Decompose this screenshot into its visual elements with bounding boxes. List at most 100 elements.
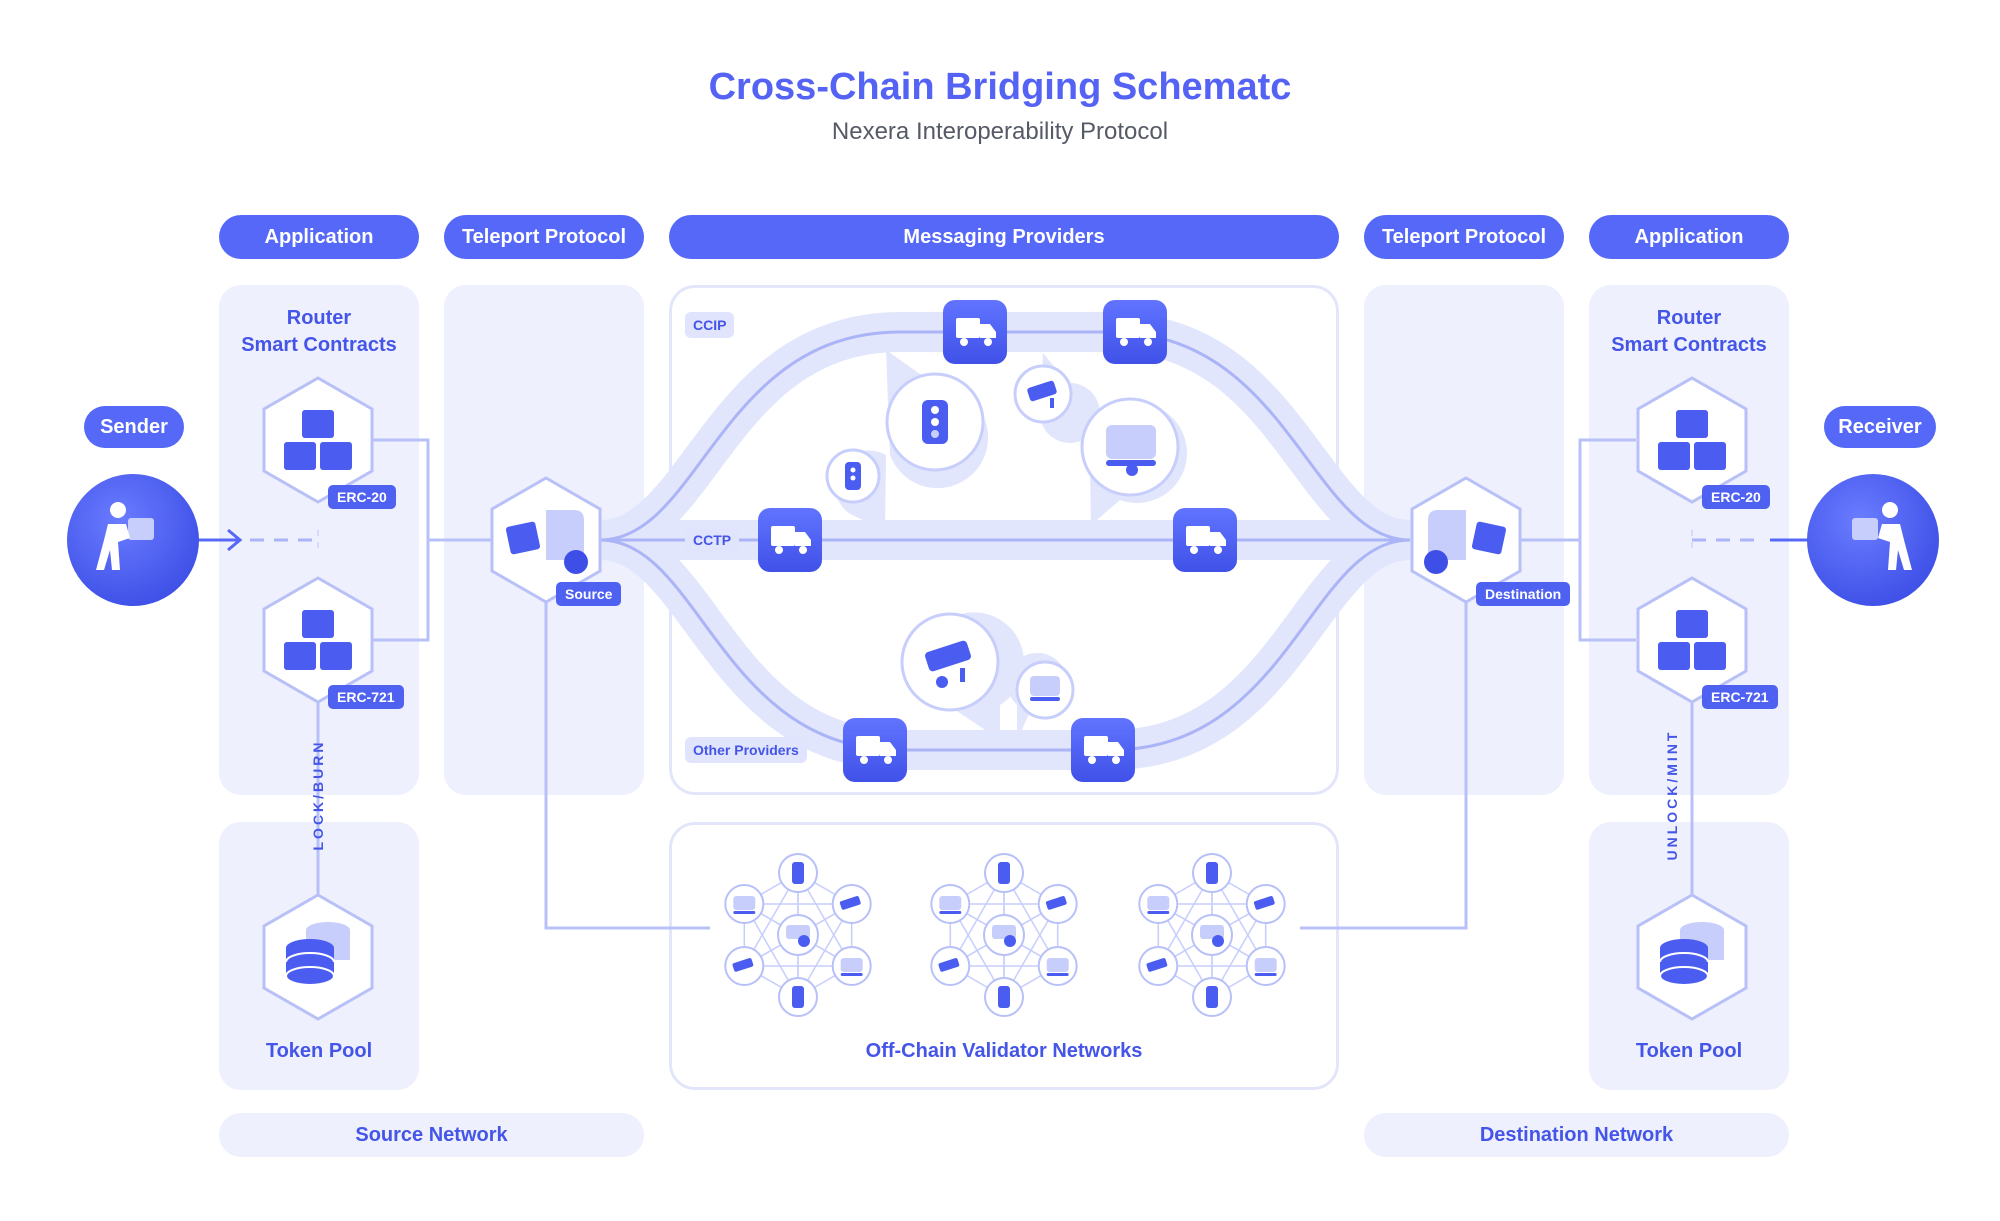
right-connectors [1300, 438, 1694, 930]
scanner-base [939, 911, 962, 914]
check-badge-icon [798, 935, 810, 947]
truck-tile-cctp-2 [1173, 508, 1237, 572]
unlock-mint-label: UNLOCK/MINT [1664, 729, 1680, 861]
source-hexagon [490, 476, 602, 604]
scanner-base [840, 973, 863, 976]
traffic-light-icon [998, 986, 1010, 1008]
source-tag: Source [556, 582, 622, 606]
footer-destination-network: Destination Network [1364, 1113, 1789, 1157]
scanner-icon [1015, 660, 1075, 720]
source-to-validator-line [544, 600, 710, 930]
column-header-teleport-right: Teleport Protocol [1364, 215, 1564, 259]
erc20-to-destination-line [1514, 438, 1636, 542]
column-header-application-right: Application [1589, 215, 1789, 259]
validator-node [831, 884, 872, 924]
erc20-tag-right: ERC-20 [1702, 485, 1770, 509]
scanner-icon [1080, 397, 1180, 497]
other-rail [599, 538, 1411, 752]
diagram-subtitle: Nexera Interoperability Protocol [831, 118, 1169, 145]
router-label-right-line1: Router [1656, 307, 1722, 329]
receiver-node [1807, 474, 1939, 606]
security-camera-icon [1045, 896, 1067, 910]
security-camera-icon [900, 612, 1000, 712]
panel-application-right [1589, 285, 1789, 795]
truck-tile-cctp-1 [758, 508, 822, 572]
security-camera-icon [732, 958, 754, 972]
router-label-left-line1: Router [286, 307, 352, 329]
erc721-tag-left: ERC-721 [328, 685, 404, 709]
security-camera-icon [1253, 896, 1275, 910]
validator-node [831, 946, 872, 986]
erc721-tag-right: ERC-721 [1702, 685, 1778, 709]
traffic-light-icon [792, 986, 804, 1008]
validator-node [724, 946, 765, 986]
router-label-left-line2: Smart Contracts [241, 334, 397, 356]
security-camera-icon [1146, 958, 1168, 972]
security-camera-icon [839, 896, 861, 910]
boxes-icon [1658, 410, 1726, 470]
erc20-to-source-line [372, 438, 495, 542]
diagram-title: Cross-Chain Bridging Schematc [708, 66, 1292, 108]
scanner-base [1046, 973, 1069, 976]
traffic-light-icon [998, 862, 1010, 884]
validator-node [778, 977, 818, 1017]
validator-node [984, 977, 1024, 1017]
security-camera-icon [1013, 364, 1073, 424]
cctp-tag: CCTP [685, 527, 740, 553]
traffic-light-icon [825, 448, 881, 504]
column-header-messaging: Messaging Providers [669, 215, 1339, 259]
validator-node [1037, 946, 1078, 986]
database-icon [1659, 922, 1724, 986]
validator-node [1138, 884, 1179, 924]
scanner-icon [1046, 958, 1069, 972]
token-pool-label-right: Token Pool [1635, 1040, 1743, 1062]
erc20-tag-left: ERC-20 [328, 485, 396, 509]
validator-node [1037, 884, 1078, 924]
check-badge-icon [1212, 935, 1224, 947]
sender-node [67, 474, 199, 606]
erc20-hexagon-left [262, 376, 374, 504]
validator-cluster-1 [724, 853, 872, 1017]
boxes-icon [284, 410, 352, 470]
delivery-truck-icon [1186, 526, 1226, 554]
traffic-light-icon [1206, 986, 1218, 1008]
router-label-right: Router Smart Contracts [1589, 305, 1789, 359]
truck-tile-other-2 [1071, 718, 1135, 782]
database-icon [285, 922, 350, 986]
router-label-left: Router Smart Contracts [219, 305, 419, 359]
scanner-icon [1147, 896, 1170, 910]
traffic-light-icon [1206, 862, 1218, 884]
validator-cluster-2 [930, 853, 1078, 1017]
scanner-icon [1254, 958, 1277, 972]
scanner-icon [939, 896, 962, 910]
left-connectors [316, 438, 710, 930]
truck-tile-other-1 [843, 718, 907, 782]
erc-dashed-separators [317, 530, 1693, 552]
boxes-icon [284, 610, 352, 670]
router-label-right-line2: Smart Contracts [1611, 334, 1767, 356]
delivery-truck-icon [856, 736, 896, 764]
token-pool-hexagon-left [262, 893, 374, 1021]
destination-tag: Destination [1476, 582, 1571, 606]
erc20-hexagon-right [1636, 376, 1748, 504]
delivery-truck-icon [1116, 318, 1156, 346]
delivery-truck-icon [1084, 736, 1124, 764]
validator-node [1245, 884, 1286, 924]
validator-networks-label: Off-Chain Validator Networks [865, 1040, 1143, 1062]
scanner-icon [840, 958, 863, 972]
person-carry-box-icon [96, 502, 154, 570]
boxes-icon [1658, 610, 1726, 670]
check-badge-icon [1004, 935, 1016, 947]
validator-node [1192, 977, 1232, 1017]
scanner-base [1254, 973, 1277, 976]
lock-burn-label: LOCK/BURN [310, 739, 326, 851]
token-pool-hexagon-right [1636, 893, 1748, 1021]
scanner-icon [733, 896, 756, 910]
scanner-base [1147, 911, 1170, 914]
person-carry-box-icon [1852, 502, 1912, 570]
sender-label: Sender [84, 406, 184, 448]
erc721-to-destination-line [1578, 540, 1636, 642]
destination-hexagon [1410, 476, 1522, 604]
footer-source-network: Source Network [219, 1113, 644, 1157]
